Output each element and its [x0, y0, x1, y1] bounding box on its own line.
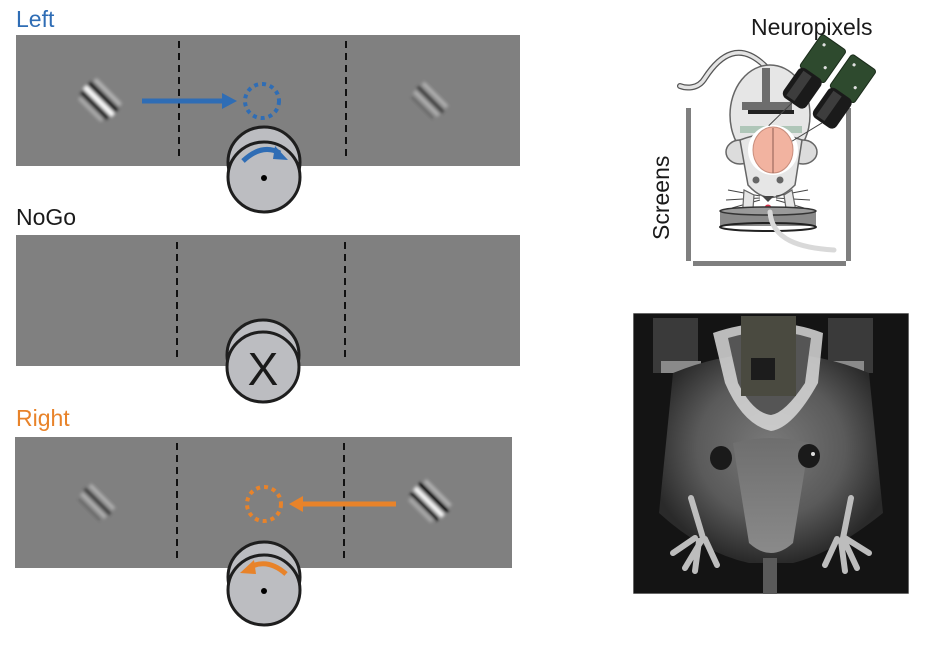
wheel-axle-dot [261, 175, 267, 181]
wheel-platform-bottom [719, 222, 817, 232]
mouse-tail-fill [678, 51, 769, 90]
photo-snout [733, 438, 809, 553]
mouse-photo [633, 313, 909, 594]
wheel-icon [226, 125, 302, 214]
screen-right-condition [15, 437, 512, 627]
screen-right-bar [846, 108, 851, 261]
target-location-circle [243, 82, 281, 120]
gabor-stimulus-low-contrast [410, 81, 449, 120]
photo-mouse-eye [710, 446, 732, 470]
arrow-head-icon [222, 93, 237, 109]
label-left: Left [16, 6, 55, 32]
photo-paw-right [822, 495, 872, 574]
target-location-circle [245, 485, 283, 523]
photo-mouse-eye [798, 444, 820, 468]
photo-pcb [741, 316, 796, 396]
neuropixels-probe-icon [791, 54, 876, 142]
gabor-stimulus-high-contrast [78, 78, 122, 122]
neuropixels-probe-icon [768, 34, 846, 127]
photo-chip [751, 358, 775, 380]
wheel-icon [225, 318, 301, 404]
mouse-eye [776, 176, 784, 184]
rotation-arrow-head [240, 560, 256, 574]
screen-nogo-condition: X [16, 235, 520, 404]
wheel-icon [226, 540, 302, 627]
mouse-nose [762, 196, 774, 202]
screen-bottom-bar [693, 261, 846, 266]
gabor-stimulus-high-contrast [408, 479, 452, 523]
label-right: Right [16, 405, 70, 431]
arrow-head-icon [289, 496, 303, 512]
screen-left-condition [16, 35, 520, 214]
photo-paw-left [670, 495, 720, 574]
rig-schematic [677, 34, 876, 266]
wheel-axle-dot [261, 588, 267, 594]
label-nogo: NoGo [16, 204, 77, 230]
screen-left-bar [686, 108, 691, 261]
photo-eye-glint [811, 452, 815, 456]
photo-lick-spout [763, 558, 777, 594]
lick-spout-tube [767, 209, 837, 253]
no-movement-x-icon: X [248, 343, 279, 395]
gabor-stimulus-low-contrast [77, 483, 116, 522]
rotation-arrow-head [273, 146, 288, 160]
headbar-dark [748, 110, 794, 114]
headbar [742, 102, 792, 110]
headbar-post [762, 68, 770, 106]
neuropixels-label: Neuropixels [751, 14, 873, 40]
mouse-eye [752, 176, 760, 184]
